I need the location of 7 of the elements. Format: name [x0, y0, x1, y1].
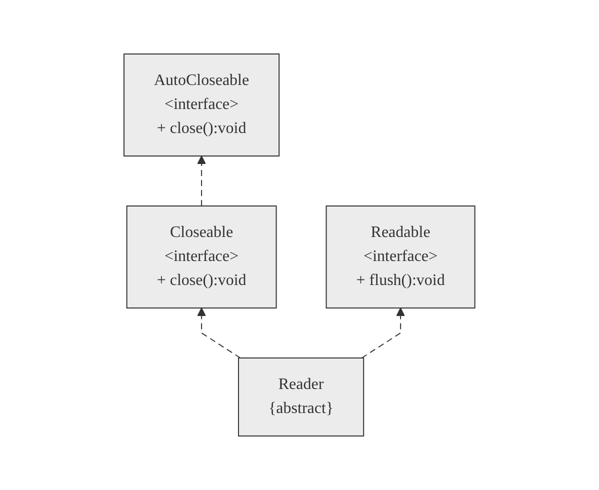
node-box: AutoCloseable <interface> + close():void: [124, 54, 280, 156]
arrow: [197, 156, 206, 206]
node-box: Closeable <interface> + close():void: [126, 206, 277, 308]
arrow: [197, 308, 241, 358]
arrow: [361, 308, 406, 358]
node-box: Readable <interface> + flush():void: [326, 206, 476, 308]
node-box: Reader {abstract}: [238, 358, 364, 436]
